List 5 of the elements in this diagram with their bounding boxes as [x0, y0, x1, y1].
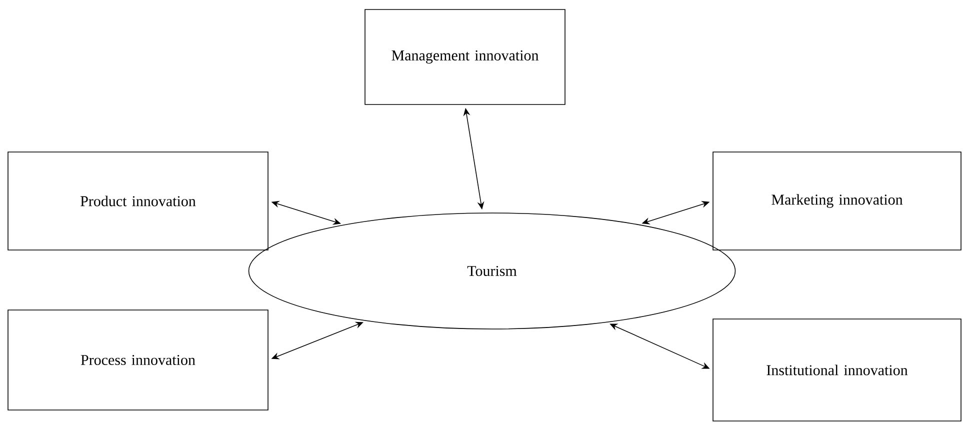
process-box: Management innovation	[364, 9, 566, 105]
process-box: Institutional innovation	[712, 318, 962, 422]
process-box: Process innovation	[8, 310, 268, 410]
process-box: Product innovation	[8, 152, 268, 250]
process-box: Marketing innovation	[712, 152, 962, 250]
